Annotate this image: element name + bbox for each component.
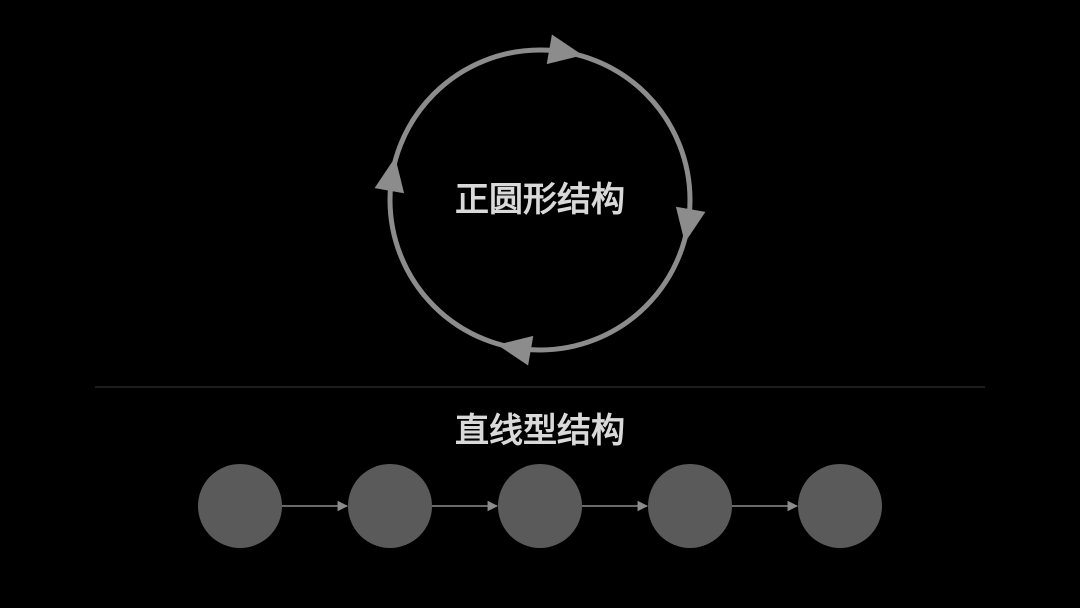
- linear-node: [348, 464, 432, 548]
- cycle-ring: [387, 47, 693, 353]
- circular-structure-label: 正圆形结构: [455, 180, 625, 220]
- linear-node: [648, 464, 732, 548]
- circular-structure: 正圆形结构: [374, 34, 706, 366]
- linear-structure-label: 直线型结构: [455, 411, 625, 451]
- linear-nodes: [198, 464, 882, 548]
- linear-node: [798, 464, 882, 548]
- linear-node: [198, 464, 282, 548]
- cycle-arrows: [374, 34, 706, 366]
- cycle-arrowhead: [675, 206, 706, 243]
- cycle-arrowhead: [374, 157, 405, 194]
- cycle-arrowhead: [497, 335, 534, 366]
- cycle-arrowhead: [546, 34, 583, 65]
- linear-structure: 直线型结构: [198, 411, 882, 548]
- linear-node: [498, 464, 582, 548]
